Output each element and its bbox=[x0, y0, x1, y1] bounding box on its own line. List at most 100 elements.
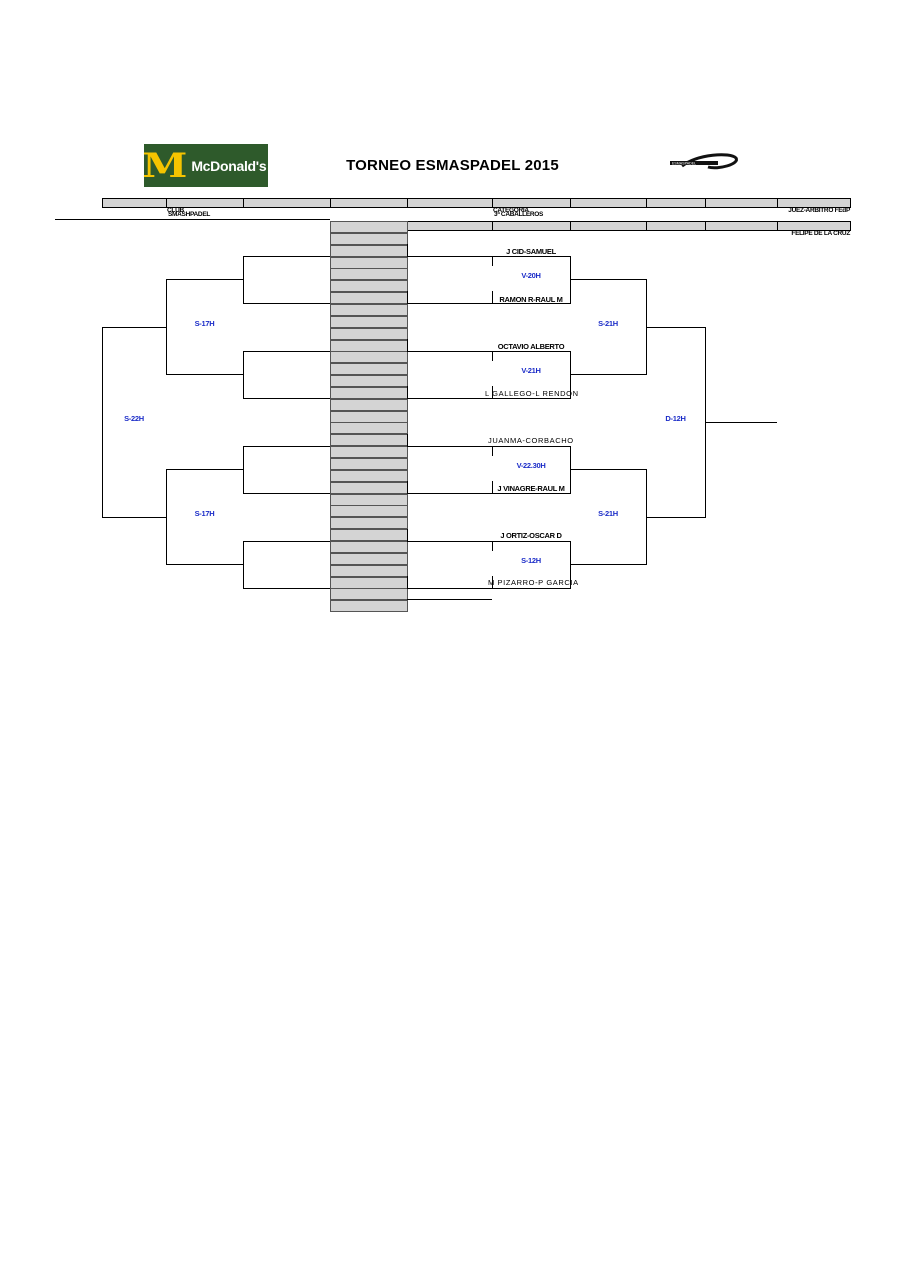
slot-cell bbox=[330, 564, 408, 577]
bracket-line bbox=[166, 374, 243, 375]
bracket-line bbox=[407, 291, 408, 304]
slot-cell bbox=[330, 434, 408, 447]
slot-cell bbox=[330, 588, 408, 601]
bracket-line bbox=[243, 256, 244, 304]
team-name: J CID-SAMUEL bbox=[506, 247, 556, 256]
header-cell bbox=[705, 221, 779, 231]
bracket-line bbox=[243, 256, 330, 257]
bracket-line bbox=[166, 279, 167, 375]
bracket-line bbox=[570, 279, 646, 280]
team-name: RAMON R-RAUL M bbox=[499, 295, 563, 304]
bracket-line bbox=[243, 446, 330, 447]
esmaspadel-swoosh-icon: ESMASPADEL bbox=[670, 153, 738, 170]
header-cell bbox=[492, 221, 572, 231]
slot-cell bbox=[330, 481, 408, 494]
team-name: J VINAGRE-RAUL M bbox=[497, 484, 565, 493]
bracket-line bbox=[407, 434, 408, 447]
bracket-line bbox=[646, 517, 705, 518]
slot-cell bbox=[330, 493, 408, 506]
bracket-line bbox=[492, 576, 493, 589]
match-time: S-21H bbox=[598, 319, 618, 328]
mcdonalds-logo: M McDonald's bbox=[142, 144, 268, 187]
match-time: V-22.30H bbox=[516, 461, 546, 470]
slot-cell bbox=[330, 576, 408, 589]
match-time: S-22H bbox=[124, 414, 144, 423]
slot-cell bbox=[330, 327, 408, 340]
slot-cell bbox=[330, 244, 408, 257]
bracket-line bbox=[492, 541, 493, 551]
slot-cell bbox=[330, 446, 408, 459]
bracket-line bbox=[492, 446, 493, 456]
bracket-line bbox=[570, 256, 571, 304]
header-cell bbox=[646, 198, 707, 208]
referee-value-cell: FELIPE DE LA CRUZ bbox=[777, 221, 851, 237]
slot-cell bbox=[330, 600, 408, 613]
bracket-line bbox=[570, 351, 571, 399]
bracket-line bbox=[407, 386, 408, 399]
slot-cell bbox=[330, 422, 408, 435]
esmaspadel-logo: ESMASPADEL bbox=[668, 152, 740, 172]
svg-text:ESMASPADEL: ESMASPADEL bbox=[672, 161, 696, 165]
team-name: OCTAVIO ALBERTO bbox=[497, 342, 565, 351]
header-cell bbox=[407, 221, 494, 231]
header-cell bbox=[570, 221, 648, 231]
bracket-line bbox=[407, 351, 570, 352]
bracket-line bbox=[570, 374, 646, 375]
bracket-line bbox=[243, 541, 244, 589]
slot-cell bbox=[330, 517, 408, 530]
bracket-line bbox=[407, 244, 408, 257]
bracket-line bbox=[492, 256, 493, 266]
bracket-line bbox=[243, 493, 330, 494]
bracket-line bbox=[492, 386, 493, 399]
bracket-line bbox=[102, 327, 103, 518]
bracket-line bbox=[407, 493, 570, 494]
category-label-cell: CATEGORIA bbox=[492, 198, 572, 214]
bracket-line bbox=[102, 517, 166, 518]
bracket-line bbox=[243, 351, 244, 399]
mcdonalds-wordmark: McDonald's bbox=[191, 157, 267, 174]
bracket-line bbox=[492, 351, 493, 361]
bracket-line bbox=[646, 327, 705, 328]
header-cell bbox=[570, 198, 648, 208]
bracket-line bbox=[407, 529, 408, 542]
match-time: S-12H bbox=[521, 556, 541, 565]
match-time: V-20H bbox=[521, 271, 541, 280]
referee-value: FELIPE DE LA CRUZ bbox=[791, 230, 850, 237]
bracket-line bbox=[407, 588, 570, 589]
bracket-line bbox=[407, 398, 570, 399]
bracket-line bbox=[407, 481, 408, 494]
slot-cell bbox=[330, 552, 408, 565]
bracket-line bbox=[407, 541, 570, 542]
bracket-line bbox=[243, 303, 330, 304]
page-title: TORNEO ESMASPADEL 2015 bbox=[346, 157, 559, 174]
bracket-line bbox=[570, 446, 571, 494]
team-name: J ORTIZ-OSCAR D bbox=[500, 531, 562, 540]
match-time: S-17H bbox=[194, 509, 215, 518]
referee-label-cell: JUEZ-ARBITRO FEdP bbox=[777, 198, 851, 214]
bracket-line bbox=[243, 398, 330, 399]
slot-cell bbox=[330, 458, 408, 470]
bracket-line bbox=[166, 469, 167, 565]
header-divider bbox=[55, 219, 330, 220]
referee-label: JUEZ-ARBITRO FEdP bbox=[788, 207, 850, 214]
bracket-line bbox=[407, 339, 408, 352]
club-value: SMASHPADEL bbox=[168, 211, 211, 218]
slot-cell bbox=[330, 351, 408, 364]
bracket-line bbox=[407, 446, 570, 447]
slot-cell bbox=[330, 540, 408, 553]
bracket-line bbox=[407, 576, 408, 589]
bracket-line bbox=[243, 588, 330, 589]
bracket-line bbox=[570, 541, 571, 589]
slot-cell bbox=[330, 529, 408, 542]
category-value: 3ª CABALLEROS bbox=[494, 211, 544, 218]
bracket-line bbox=[407, 256, 570, 257]
team-name: JUANMA-CORBACHO bbox=[488, 436, 574, 445]
bracket-line bbox=[166, 564, 243, 565]
slot-cell bbox=[330, 505, 408, 518]
slot-cell bbox=[330, 292, 408, 305]
slot-cell bbox=[330, 256, 408, 269]
header-cell bbox=[646, 221, 707, 231]
slot-cell bbox=[330, 339, 408, 352]
category-label: CATEGORIA bbox=[493, 207, 529, 214]
header-cell bbox=[330, 198, 409, 208]
